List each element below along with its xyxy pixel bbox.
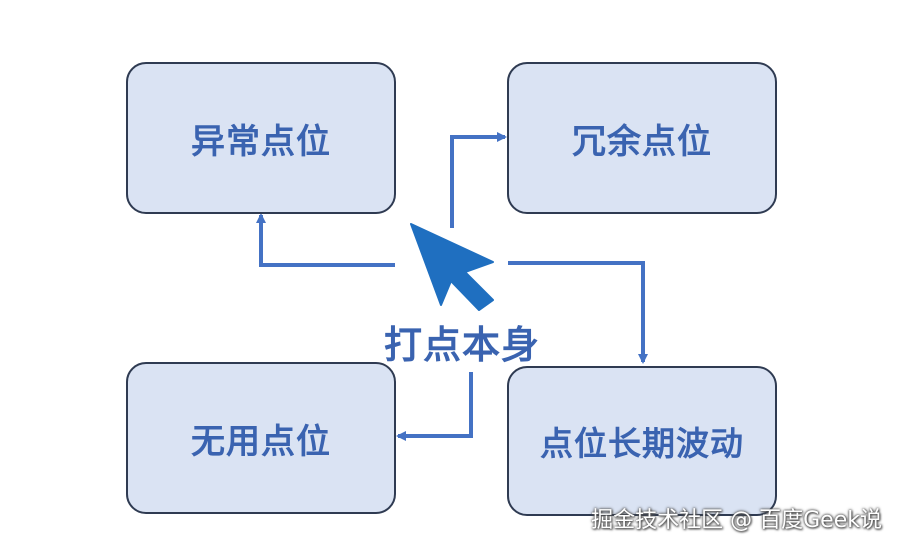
arrow-to-long-fluctuation <box>508 261 648 364</box>
long-fluctuation-label: 点位长期波动 <box>540 424 744 463</box>
useless-points-label: 无用点位 <box>191 421 331 462</box>
arrow-to-redundant <box>450 132 507 228</box>
redundant-points-label: 冗余点位 <box>572 121 712 162</box>
arrow-to-useless <box>396 372 473 441</box>
abnormal-points-box: 异常点位 <box>126 62 396 214</box>
long-fluctuation-box: 点位长期波动 <box>507 366 777 516</box>
cursor-pointer-icon <box>410 223 494 311</box>
arrow-to-abnormal <box>256 213 395 267</box>
watermark: 掘金技术社区 @ 百度Geek说 <box>591 508 882 533</box>
abnormal-points-label: 异常点位 <box>191 121 331 162</box>
redundant-points-box: 冗余点位 <box>507 62 777 214</box>
useless-points-box: 无用点位 <box>126 362 396 514</box>
center-label: 打点本身 <box>383 323 540 367</box>
